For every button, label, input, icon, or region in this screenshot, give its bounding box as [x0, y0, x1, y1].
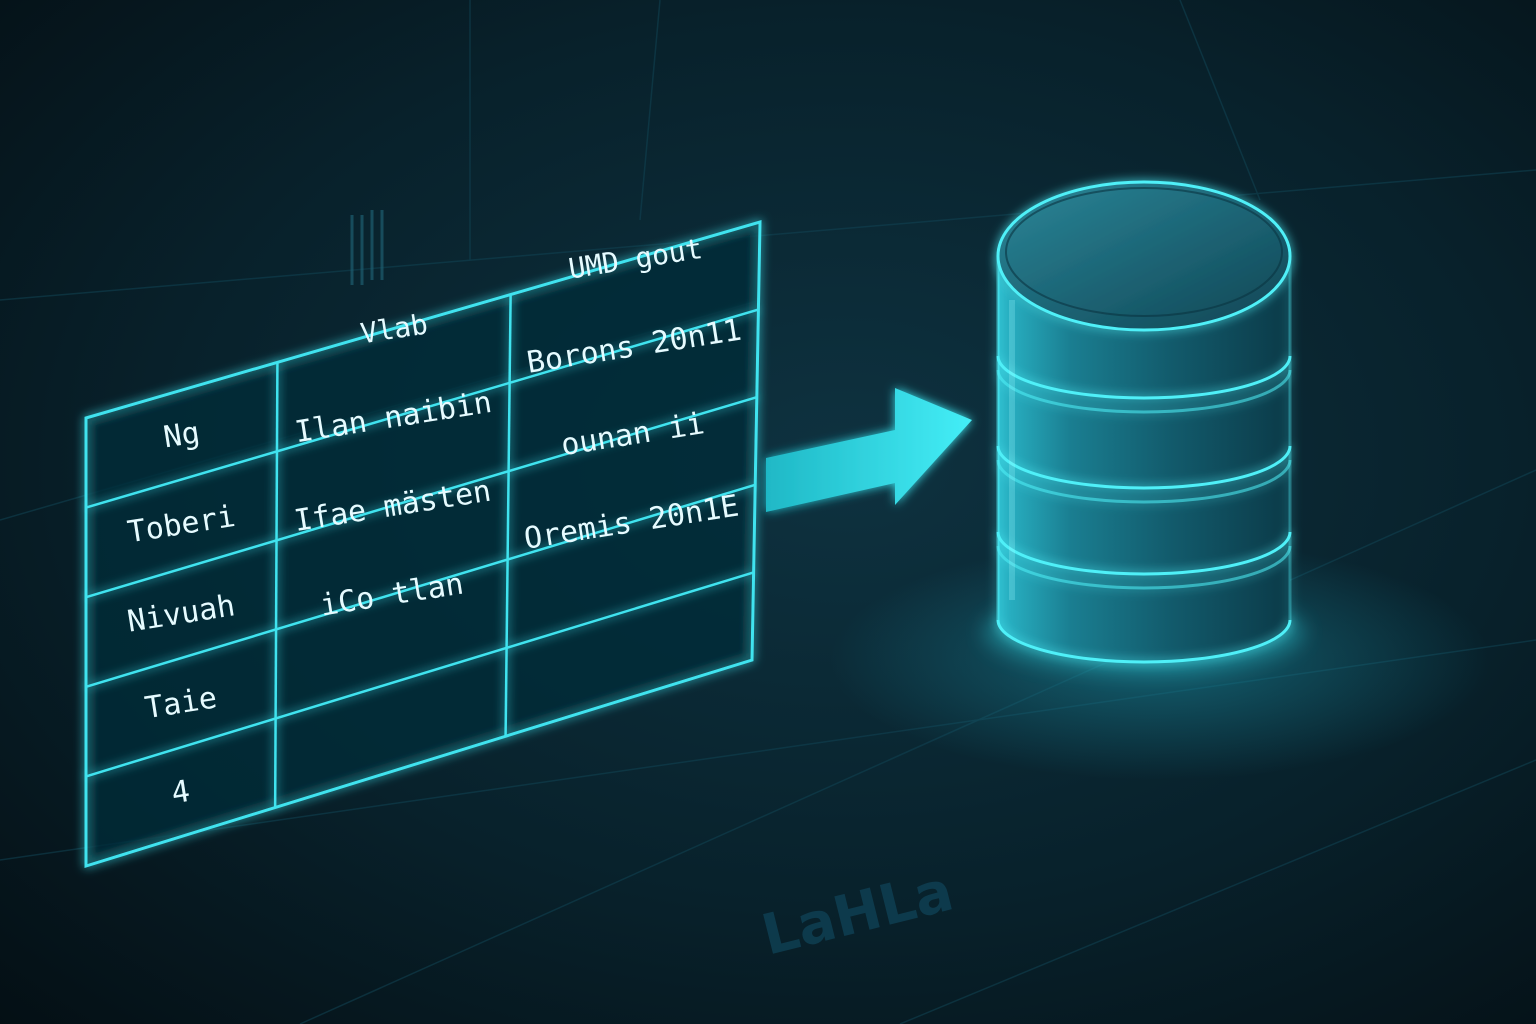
table-grid-line — [85, 396, 758, 599]
table-grid-line — [273, 362, 279, 808]
table-cell-c1-r1: Ng — [161, 415, 202, 455]
right-arrow-icon — [766, 388, 972, 512]
table-cell-c1-r5: 4 — [169, 774, 192, 811]
database-cylinder-icon — [984, 180, 1304, 672]
table-grid-line — [85, 571, 754, 778]
table-outline — [84, 219, 762, 869]
table-grid-line — [504, 294, 512, 737]
table-grid-line — [85, 308, 759, 509]
table-grid-line — [85, 483, 756, 688]
background-barcode — [350, 210, 384, 285]
table-grid-lines — [85, 294, 759, 808]
